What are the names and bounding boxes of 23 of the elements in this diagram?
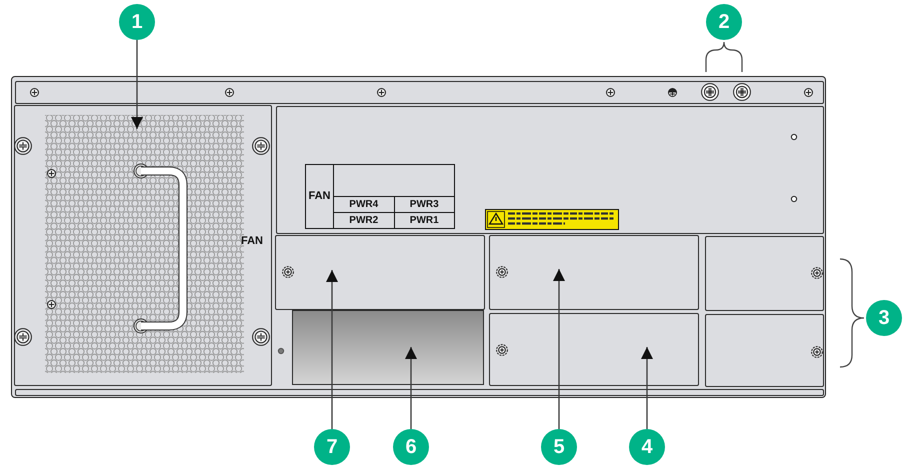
callout-number: 7 [314, 429, 350, 465]
slot-label: FAN [306, 165, 333, 228]
leader-line [553, 269, 565, 429]
slot-cover [489, 313, 699, 386]
slot-label: PWR1 [394, 213, 454, 228]
leader-line [405, 347, 417, 429]
fan-tray [14, 105, 272, 386]
slot-label: PWR3 [394, 197, 454, 212]
callout-number: 2 [706, 4, 742, 40]
slot-cover [275, 235, 485, 310]
callout-number: 5 [541, 429, 577, 465]
slot-cover [489, 235, 699, 310]
empty-bay [292, 310, 484, 385]
callout-number: 4 [629, 429, 665, 465]
leader-line [131, 40, 143, 129]
callout-number: 3 [866, 300, 902, 336]
panel-label: FAN [241, 236, 263, 247]
callout-number: 6 [393, 429, 429, 465]
callout-number: 1 [119, 4, 155, 40]
leader-line [641, 347, 653, 429]
slot-label: PWR4 [334, 197, 394, 212]
slot-label: PWR2 [334, 213, 394, 228]
leader-line [326, 270, 338, 429]
